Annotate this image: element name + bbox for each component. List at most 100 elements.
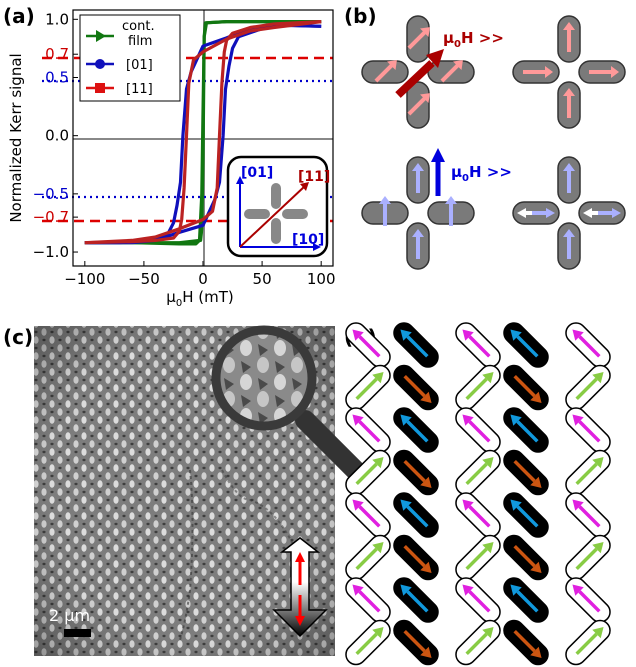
vertex1-island-top-arrowhead	[420, 27, 430, 37]
legend-01-marker	[95, 59, 105, 69]
y-tick-label: −0.7	[33, 208, 69, 226]
y-tick-label: −1.0	[33, 243, 69, 261]
grid-island-arrowhead	[530, 646, 542, 659]
grid-island-arrowhead	[400, 584, 412, 596]
grid-island-arrowhead	[372, 626, 384, 639]
grid-island-arrowhead	[572, 499, 584, 511]
grid-island-arrow	[516, 335, 539, 358]
vertex1-island-top-arrow	[407, 28, 429, 50]
grid-island-arrowhead	[572, 584, 584, 596]
grid-island	[503, 364, 549, 411]
grid-island-arrowhead	[530, 476, 542, 489]
spin-ice-vertices	[361, 15, 626, 270]
grid-island-arrow	[575, 377, 598, 401]
grid-island	[455, 407, 501, 453]
inset-island-right	[282, 209, 308, 219]
inset-label-10: [10]	[292, 232, 324, 248]
vertex2-island-left-arrowhead	[544, 66, 553, 78]
vertex4-island-top-arrowhead	[563, 163, 575, 172]
series-line-contfilm	[84, 20, 322, 245]
x-tick-label: 100	[307, 270, 336, 288]
series-line-11	[84, 20, 322, 245]
vertex1-island-left-arrowhead	[387, 60, 397, 70]
grid-island-arrowhead	[400, 329, 412, 341]
grid-island-arrow	[468, 590, 491, 613]
grid-island	[393, 492, 439, 538]
grid-island-arrowhead	[592, 371, 604, 384]
grid-island-arrow	[513, 459, 536, 483]
grid-island-arrowhead	[482, 626, 494, 639]
grid-island-arrow	[355, 462, 378, 486]
grid-island	[565, 407, 611, 453]
vertex3-island-left-arrowhead	[379, 196, 391, 205]
inset-axis-01-arrowhead	[236, 176, 244, 184]
grid-island-arrow	[465, 547, 488, 571]
panel-d: (d)	[344, 322, 611, 666]
grid-island	[345, 322, 391, 368]
y-tick-label: 1.0	[45, 10, 69, 28]
grid-island	[393, 619, 439, 666]
y-tick-label: −0.5	[33, 185, 69, 203]
magnifier-lens	[216, 330, 312, 426]
grid-island-arrowhead	[420, 646, 432, 659]
vertex1-island-bottom-arrowhead	[420, 93, 430, 103]
grid-island-arrow	[513, 629, 536, 653]
grid-island	[565, 449, 611, 496]
magnetization-map	[345, 322, 611, 666]
grid-island-arrow	[358, 420, 381, 443]
grid-island-arrowhead	[352, 414, 364, 426]
grid-island	[393, 534, 439, 581]
grid-island	[455, 492, 501, 538]
grid-island	[455, 534, 501, 581]
grid-island-arrowhead	[482, 456, 494, 469]
grid-island-arrow	[403, 459, 426, 483]
grid-island-arrow	[465, 632, 488, 656]
vertex4-island-right-arrowhead-white	[583, 208, 592, 218]
grid-island	[393, 322, 439, 368]
grid-island-arrowhead	[420, 561, 432, 574]
panel-a-letter: (a)	[3, 4, 35, 28]
grid-island	[345, 534, 391, 581]
grid-island-arrowhead	[420, 476, 432, 489]
grid-island	[565, 322, 611, 368]
contrast-arrow-body	[272, 537, 328, 638]
grid-island-arrow	[406, 505, 429, 528]
grid-island-arrow	[406, 590, 429, 613]
grid-island-arrow	[358, 505, 381, 528]
legend: cont. film [01] [11]	[79, 14, 181, 102]
scale-bar-label: 2 μm	[49, 606, 90, 625]
grid-island	[565, 619, 611, 666]
red-arrow-down-head	[295, 616, 305, 626]
inset-label-11: [11]	[298, 169, 330, 185]
grid-island-arrowhead	[462, 414, 474, 426]
grid-island-arrow	[403, 629, 426, 653]
grid-island	[503, 449, 549, 496]
y-tick-label: 0.0	[45, 127, 69, 145]
grid-island	[565, 364, 611, 411]
magnifier-handle	[295, 410, 365, 480]
grid-island	[393, 407, 439, 453]
grid-island-arrowhead	[572, 329, 584, 341]
grid-island-arrowhead	[572, 414, 584, 426]
grid-island	[345, 364, 391, 411]
field-arrow-11-head	[426, 49, 444, 68]
grid-island-arrow	[358, 335, 381, 358]
legend-11-marker	[95, 83, 105, 93]
grid-island-arrow	[468, 335, 491, 358]
grid-island-arrowhead	[592, 541, 604, 554]
inset-island-left	[244, 209, 270, 219]
grid-island-arrowhead	[592, 626, 604, 639]
vertex4-island-right-arrowhead	[612, 208, 621, 218]
grid-island-arrow	[578, 590, 601, 613]
grid-island-arrow	[358, 590, 381, 613]
grid-island	[455, 322, 501, 368]
grid-island-arrowhead	[372, 541, 384, 554]
grid-island	[503, 407, 549, 453]
vertex1-island-bottom-arrow	[407, 94, 429, 116]
x-tick-label: 50	[253, 270, 272, 288]
field-arrow-01-head	[431, 148, 445, 162]
field-label-01: μ0H >>	[451, 163, 512, 184]
grid-island-arrow	[575, 462, 598, 486]
field-arrow-11	[395, 49, 444, 98]
